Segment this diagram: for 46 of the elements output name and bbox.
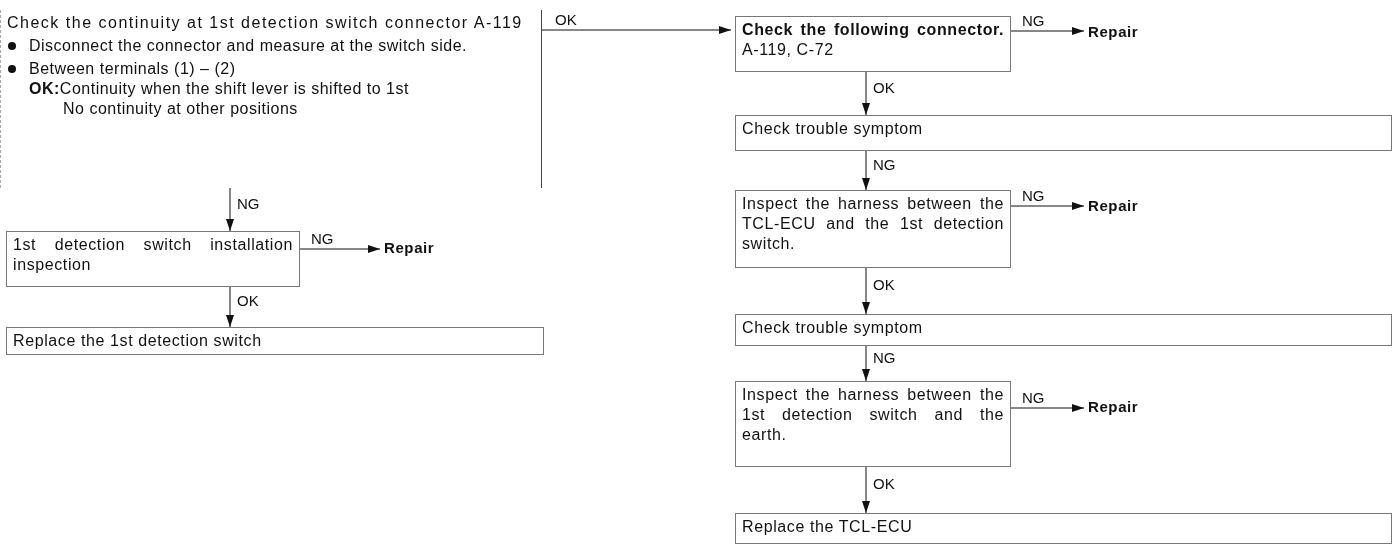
bullet-text: Disconnect the connector and measure at the switch side. <box>29 36 467 56</box>
arrow <box>862 267 870 315</box>
arrow <box>299 245 381 253</box>
step-text: Inspect the harness between the 1st detection switch and the earth. <box>742 385 1004 445</box>
edge-label: OK <box>872 476 896 492</box>
step-box <box>735 115 1392 151</box>
arrow <box>1010 202 1085 210</box>
step-text: 1st detection switch installation inspection <box>13 235 293 275</box>
step-text: Check trouble symptom <box>742 318 924 338</box>
step-text: Inspect the harness between the TCL-ECU and the 1st detection switch. <box>742 194 1004 254</box>
step-text: Check the following connector. A-119, C-72 <box>742 20 1004 60</box>
edge-label: OK <box>554 12 578 28</box>
bullet-text: Between terminals (1) – (2) <box>29 59 236 79</box>
arrow <box>1010 27 1085 35</box>
repair-label: Repair <box>384 238 454 260</box>
check-box <box>0 10 542 188</box>
edge-label: OK <box>236 293 260 309</box>
edge-label: NG <box>1021 13 1046 29</box>
repair-label: Repair <box>1088 22 1158 44</box>
step-box <box>6 231 300 287</box>
arrow <box>541 26 732 34</box>
step-text: Check trouble symptom <box>742 119 924 139</box>
arrow <box>226 286 234 328</box>
arrow <box>226 187 234 232</box>
step-text: Check the continuity at 1st detection switch connector A-119 <box>7 13 524 33</box>
edge-label: NG <box>1021 390 1046 406</box>
criteria-text: OK:Continuity when the shift lever is shifted to 1st <box>29 79 410 99</box>
step-box <box>735 314 1392 346</box>
edge-label: OK <box>872 277 896 293</box>
step-box <box>6 327 544 355</box>
criteria-text: No continuity at other positions <box>63 99 299 119</box>
edge-label: NG <box>1021 188 1046 204</box>
step-box <box>735 16 1011 72</box>
arrow <box>862 466 870 514</box>
step-box <box>735 381 1011 467</box>
edge-label: NG <box>310 231 335 247</box>
arrow <box>862 150 870 191</box>
arrow <box>862 345 870 382</box>
repair-label: Repair <box>1088 397 1158 419</box>
step-text: Replace the 1st detection switch <box>13 331 263 351</box>
repair-label: Repair <box>1088 196 1158 218</box>
step-box <box>735 513 1392 544</box>
step-text: Replace the TCL-ECU <box>742 517 914 537</box>
step-box <box>735 190 1011 268</box>
arrow <box>862 71 870 116</box>
arrow <box>1010 404 1085 412</box>
